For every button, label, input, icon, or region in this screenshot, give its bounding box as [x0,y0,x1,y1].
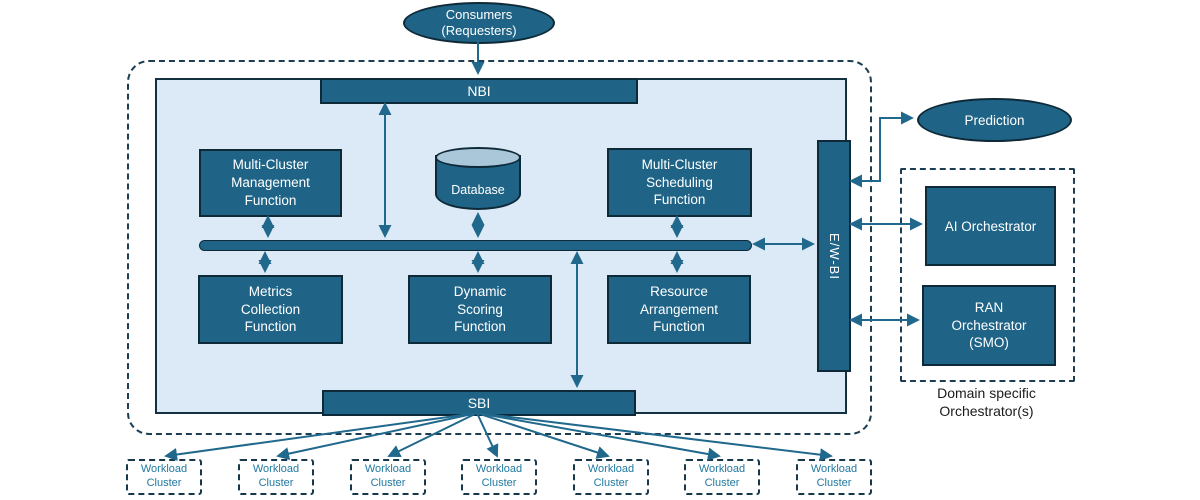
message-bus-bar [199,240,752,251]
database-label: Database [451,182,505,197]
nbi-bar: NBI [320,78,638,104]
domain-orchestrators-label: Domain specific Orchestrator(s) [937,385,1036,420]
consumers-ellipse: Consumers (Requesters) [403,2,555,44]
database-cylinder-top [435,147,521,168]
workload-cluster-box: Workload Cluster [796,459,872,495]
workload-cluster-box: Workload Cluster [684,459,760,495]
ai-orchestrator-box: AI Orchestrator [925,186,1056,266]
workload-cluster-box: Workload Cluster [126,459,202,495]
nbi-label: NBI [467,83,491,99]
metrics-collection-function-box: Metrics Collection Function [198,275,343,344]
dynamic-scoring-function-box: Dynamic Scoring Function [408,275,552,344]
multi-cluster-scheduling-function-box: Multi-Cluster Scheduling Function [607,148,752,217]
workload-cluster-box: Workload Cluster [573,459,649,495]
resource-arrangement-function-box: Resource Arrangement Function [607,275,751,344]
sbi-bar: SBI [322,390,636,416]
prediction-ellipse: Prediction [917,98,1072,142]
ewbi-bar: E/W-BI [817,140,851,372]
domain-orchestrators-dashed-group [900,168,1075,382]
sbi-label: SBI [467,395,491,411]
workload-cluster-box: Workload Cluster [238,459,314,495]
workload-cluster-box: Workload Cluster [350,459,426,495]
database-cylinder: Database [435,147,521,210]
ewbi-label: E/W-BI [826,232,842,280]
ran-orchestrator-box: RAN Orchestrator (SMO) [922,285,1056,366]
multi-cluster-management-function-box: Multi-Cluster Management Function [199,149,342,217]
workload-cluster-box: Workload Cluster [461,459,537,495]
